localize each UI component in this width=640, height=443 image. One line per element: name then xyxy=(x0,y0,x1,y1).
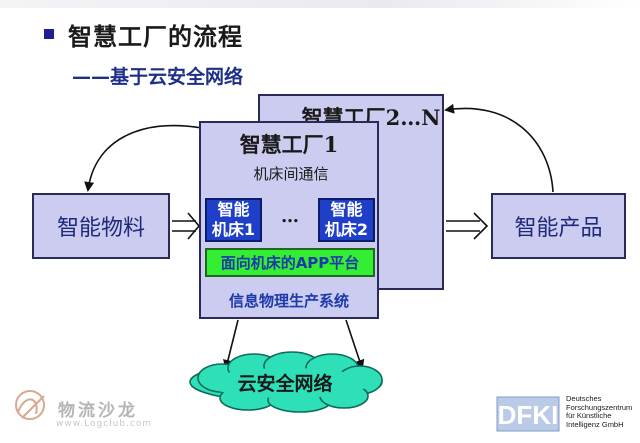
machine-ellipsis: … xyxy=(281,205,299,227)
app-platform-bar: 面向机床的APP平台 xyxy=(205,248,375,277)
arrow-to-cloud-right xyxy=(345,319,365,370)
output-flow-arrow xyxy=(446,212,489,240)
slide-title-row: 智慧工厂的流程 xyxy=(44,18,243,51)
watermark-logo-icon xyxy=(15,390,45,420)
watermark-text: 物流沙龙 xyxy=(58,401,138,421)
dfki-logo-icon: DFKI xyxy=(496,396,560,432)
svg-text:DFKI: DFKI xyxy=(498,400,559,430)
return-arrow-to-input xyxy=(84,124,203,192)
dfki-name-text: Deutsches Forschungszentrum für Künstlic… xyxy=(566,394,633,429)
arrow-to-cloud-left xyxy=(223,319,239,370)
cps-label: 信息物理生产系统 xyxy=(228,291,349,310)
slide-subtitle: ——基于云安全网络 xyxy=(72,66,244,88)
smart-material-box: 智能物料 xyxy=(32,193,170,259)
title-bullet-icon xyxy=(44,29,54,39)
smart-product-box: 智能产品 xyxy=(491,193,626,259)
smart-machine-2: 智能 机床2 xyxy=(318,198,375,242)
smart-machine-1: 智能 机床1 xyxy=(205,198,262,242)
watermark-site: www.Logclub.com xyxy=(56,419,153,429)
output-arrow-to-factory xyxy=(444,103,554,193)
machine-communication-label: 机床间通信 xyxy=(253,164,329,183)
cloud-security-network-label: 云安全网络 xyxy=(237,372,333,395)
input-flow-arrow xyxy=(172,212,201,240)
slide-title: 智慧工厂的流程 xyxy=(68,22,243,51)
top-gradient-bar xyxy=(0,0,640,8)
